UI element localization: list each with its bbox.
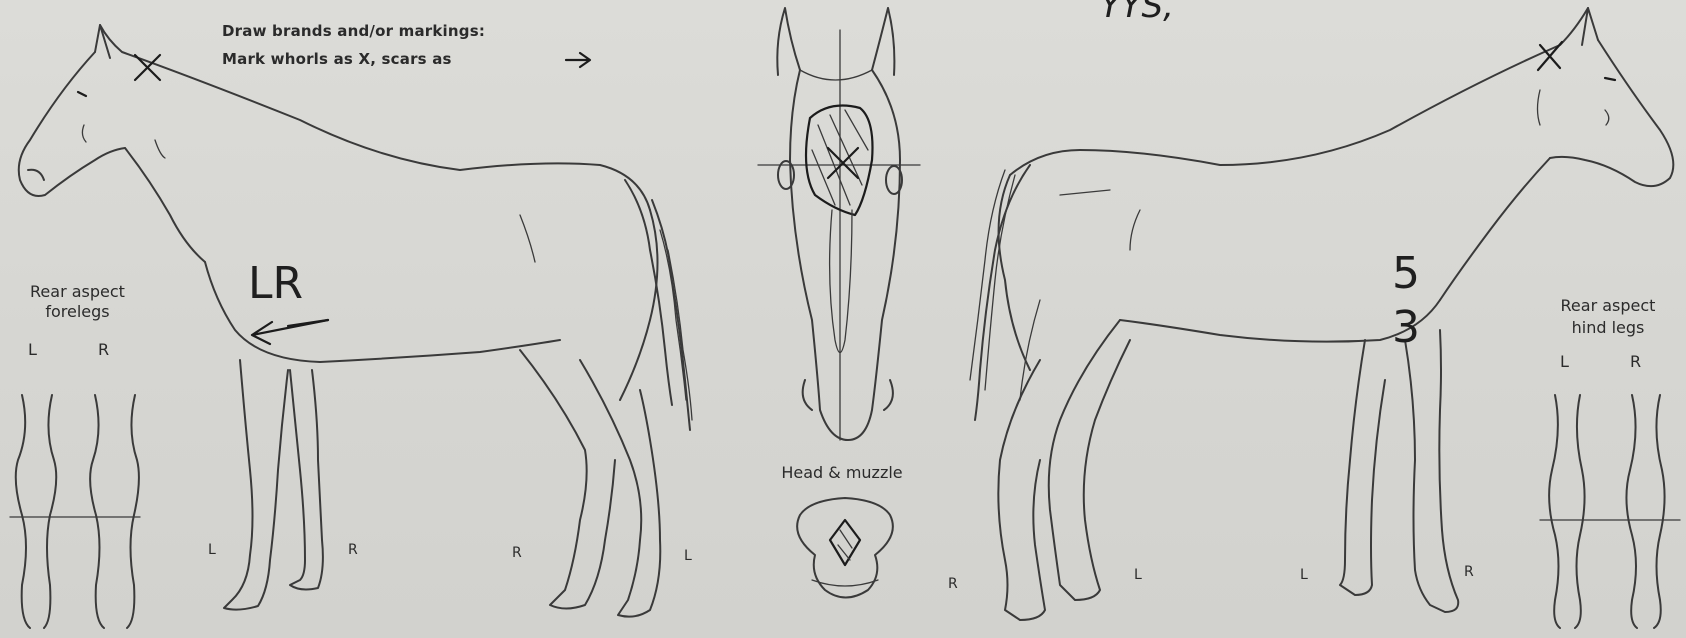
- hindlegs-left-label: L: [1560, 352, 1569, 372]
- hindlegs-rear-aspect: [1540, 395, 1680, 628]
- instruction-line-2: Mark whorls as X, scars as: [222, 50, 452, 68]
- left-horse-leg-label-2: R: [348, 542, 358, 558]
- right-horse-leg-label-2: L: [1300, 567, 1308, 583]
- left-horse-leg-label-4: L: [684, 548, 692, 564]
- head-muzzle-label: Head & muzzle: [752, 463, 932, 483]
- muzzle-view: [797, 498, 893, 598]
- head-front-view: [758, 8, 920, 440]
- left-horse-leg-label-1: L: [208, 542, 216, 558]
- hindlegs-title-line-1: Rear aspect: [1530, 296, 1686, 316]
- brand-digit-top: 5: [1392, 248, 1420, 299]
- right-horse-leg-label-1: L: [1134, 567, 1142, 583]
- forelegs-right-label: R: [98, 340, 109, 360]
- forelegs-left-label: L: [28, 340, 37, 360]
- scar-symbol-arrow: [566, 53, 590, 67]
- top-scrawl: YYS,: [1100, 0, 1174, 26]
- scar-note: LR: [248, 258, 303, 309]
- hindlegs-right-label: R: [1630, 352, 1641, 372]
- right-horse-leg-label-3: R: [1464, 564, 1474, 580]
- forelegs-title-line-1: Rear aspect: [0, 282, 155, 302]
- instruction-line-1: Draw brands and/or markings:: [222, 22, 485, 40]
- center-r-label: R: [948, 576, 958, 592]
- brand-digit-bottom: 3: [1392, 302, 1420, 353]
- forelegs-rear-aspect: [10, 395, 140, 628]
- scar-arrow: [252, 320, 328, 344]
- hindlegs-title-line-2: hind legs: [1530, 318, 1686, 338]
- forelegs-title-line-2: forelegs: [0, 302, 155, 322]
- left-horse-leg-label-3: R: [512, 545, 522, 561]
